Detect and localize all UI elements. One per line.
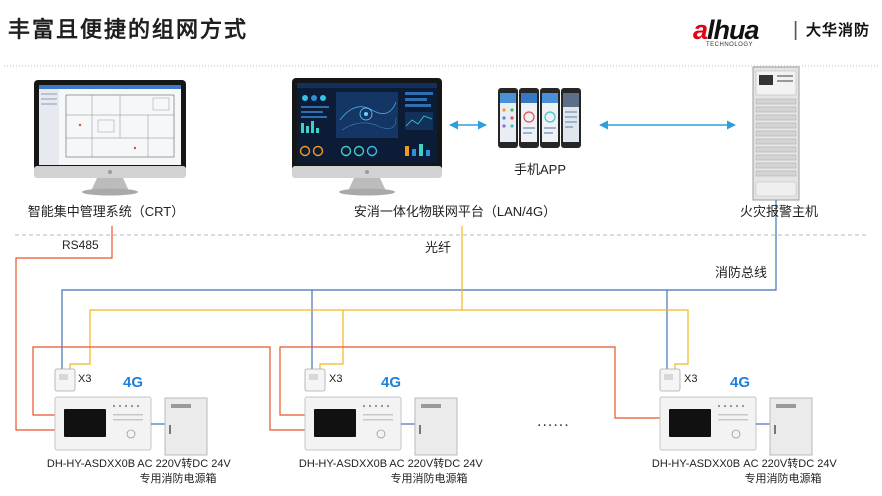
device-3: [659, 368, 813, 456]
more-devices-ellipsis: ......: [537, 413, 570, 430]
network-4g-badge: 4G: [123, 374, 144, 391]
logo-tagline: TECHNOLOGY: [706, 42, 754, 48]
rs485-label: RS485: [62, 238, 99, 252]
fiber-label: 光纤: [425, 240, 452, 255]
network-4g-badge: 4G: [381, 374, 402, 391]
logo-divider: |: [793, 19, 799, 41]
power-spec-label: AC 220V转DC 24V: [389, 458, 483, 470]
fire-bus-lines: [61, 200, 777, 369]
device-module-label: X3: [78, 373, 92, 385]
power-spec-label: AC 220V转DC 24V: [743, 458, 837, 470]
dahua-logo-wordmark: alhua: [693, 15, 760, 45]
device-model-label: DH-HY-ASDXX0B: [298, 458, 388, 470]
power-spec-label: AC 220V转DC 24V: [137, 458, 231, 470]
device-model-label: DH-HY-ASDXX0B: [46, 458, 136, 470]
panel-screen: [669, 409, 711, 437]
platform-label: 安消一体化物联网平台（LAN/4G）: [353, 204, 557, 219]
platform-monitor-icon: [292, 78, 442, 196]
device-model-label: DH-HY-ASDXX0B: [651, 458, 741, 470]
fire-bus-label: 消防总线: [715, 265, 768, 280]
smartphones-icon: [498, 88, 581, 148]
rs485-lines: [15, 226, 660, 431]
fire-host-label: 火灾报警主机: [739, 204, 819, 219]
power-name-label: 专用消防电源箱: [139, 473, 217, 485]
crt-label: 智能集中管理系统（CRT）: [27, 204, 185, 219]
device-2: [304, 368, 458, 456]
panel-screen: [314, 409, 356, 437]
logo-name-cn: 大华消防: [806, 22, 871, 39]
device-1: [54, 368, 208, 456]
crt-monitor-icon: [34, 80, 186, 196]
device-module-label: X3: [684, 373, 698, 385]
page-title: 丰富且便捷的组网方式: [8, 17, 249, 42]
fire-alarm-cabinet-icon: [752, 66, 800, 201]
fiber-lines: [69, 226, 689, 369]
panel-screen: [64, 409, 106, 437]
app-label: 手机APP: [513, 162, 567, 177]
power-name-label: 专用消防电源箱: [390, 473, 468, 485]
device-module-label: X3: [329, 373, 343, 385]
power-name-label: 专用消防电源箱: [744, 473, 822, 485]
network-4g-badge: 4G: [730, 374, 751, 391]
